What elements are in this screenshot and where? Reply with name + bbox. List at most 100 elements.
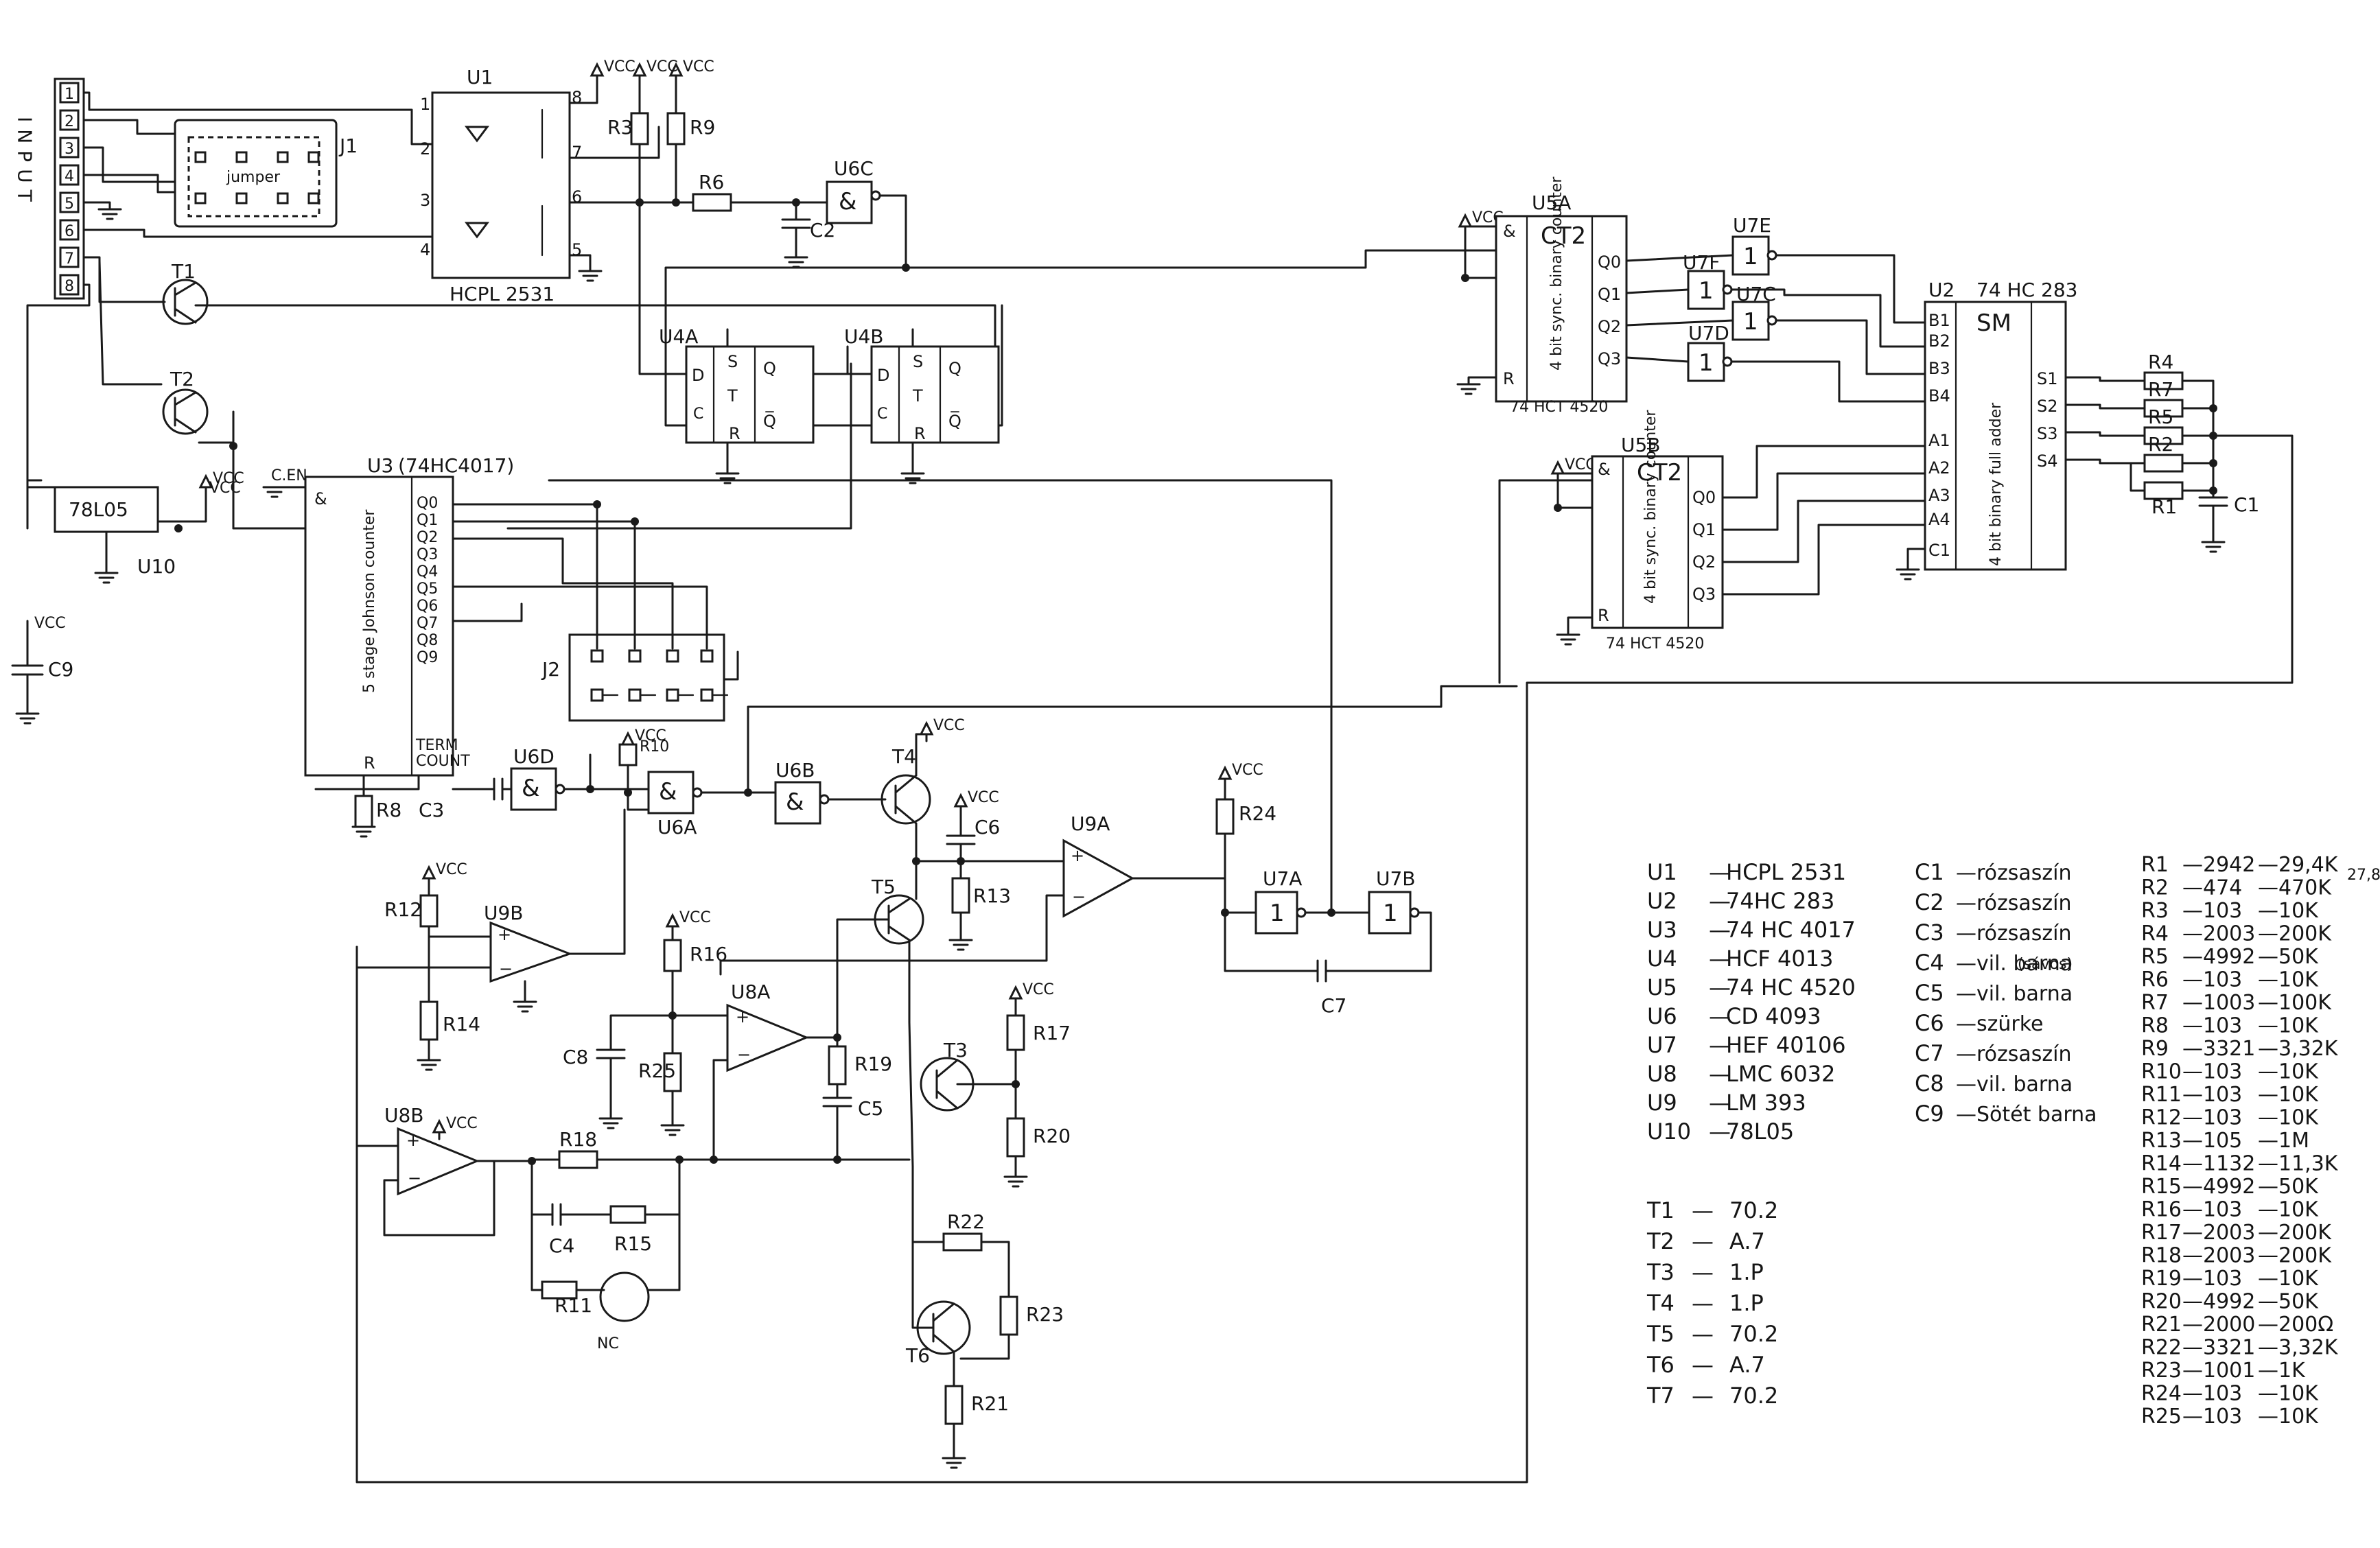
gate-u6c (826, 180, 873, 224)
junction-dot (586, 785, 594, 793)
connector-pin-number: 7 (65, 250, 74, 268)
legend-transistor-code: 1.P (1729, 1290, 1764, 1316)
junction-dot (593, 500, 601, 508)
u7a-ref: U7A (1263, 867, 1302, 890)
legend-res-dash: — (2182, 1267, 2203, 1291)
legend-res-code: 3321 (2203, 1336, 2255, 1360)
legend-res-ref: R13 (2141, 1129, 2182, 1153)
svg-text:−: − (737, 1045, 751, 1064)
c7-label: C7 (1321, 994, 1346, 1017)
legend-res-dash: — (2182, 1083, 2203, 1107)
legend-cap-ref: C9 (1915, 1101, 1944, 1127)
r6-label: R6 (699, 171, 724, 194)
resistor-r19: R19 C5 (822, 1021, 892, 1161)
legend-transistor-dash: — (1692, 1228, 1714, 1254)
u5b-q0: Q0 (1692, 488, 1716, 507)
legend-res-code: 474 (2203, 876, 2242, 900)
resistor-r24: R24 (1215, 777, 1276, 914)
legend-cap-color: vil. barna (1976, 952, 2073, 976)
r10-label: R10 (640, 738, 669, 755)
legend-res-value: 200Ω (2278, 1313, 2333, 1337)
legend-cap-color: rózsaszín (1976, 861, 2072, 885)
u4b-r: R (914, 424, 926, 443)
legend-cap-dash: — (1956, 952, 1976, 976)
legend-ic-ref: U10 (1647, 1118, 1691, 1145)
c5-label: C5 (858, 1097, 883, 1120)
u5b-body (1591, 455, 1724, 629)
r8-label: R8 (376, 799, 401, 821)
u4a-ref: U4A (659, 325, 698, 348)
u7d-ref: U7D (1688, 322, 1729, 344)
u4b-d: D (877, 366, 889, 385)
legend-res-dash: — (2182, 1152, 2203, 1176)
legend-res-code: 1001 (2203, 1359, 2255, 1383)
legend-res-code: 2000 (2203, 1313, 2255, 1337)
vcc-arrow-icon (953, 793, 968, 808)
legend-res-ref: R10 (2141, 1060, 2182, 1084)
u7b-sym: 1 (1383, 900, 1398, 927)
u4a-d: D (692, 366, 704, 385)
vcc-arrow-icon (421, 865, 436, 880)
legend-ic-ref: U5 (1647, 974, 1677, 1000)
regulator-u10: 78L05 U10 VCC (26, 480, 241, 578)
legend-res-code: 103 (2203, 1014, 2242, 1038)
vcc-arrow-icon (665, 913, 680, 928)
r25-label: R25 (638, 1059, 676, 1082)
r3-label: R3 (607, 116, 633, 139)
legend-res-code: 1132 (2203, 1152, 2255, 1176)
legend-res-code: 4992 (2203, 1175, 2255, 1199)
legend-res-dash: — (2258, 1014, 2278, 1038)
junction-dot (1461, 274, 1469, 282)
led-icon (465, 222, 489, 239)
vcc-label: VCC (968, 789, 999, 806)
legend-res-value: 29,4K (2278, 853, 2339, 877)
legend-res-dash: — (2182, 1336, 2203, 1360)
r9-label: R9 (690, 116, 715, 139)
j2-pad (666, 649, 679, 663)
legend-res-dash: — (2258, 1359, 2278, 1383)
legend-transistor-dash: — (1692, 1290, 1714, 1316)
legend-cap-ref: C5 (1915, 980, 1944, 1006)
u3-pin: & (314, 489, 327, 508)
c9-label: C9 (48, 658, 73, 681)
comparator-u9b: + − U9B (484, 902, 573, 983)
vcc-arrow-icon (432, 1118, 447, 1134)
u2-input-pin: B2 (1928, 331, 1950, 351)
u5a-ref: U5A (1532, 191, 1571, 214)
legend-res-code: 4992 (2203, 1290, 2255, 1314)
u7c-ref: U7C (1736, 283, 1776, 305)
svg-text:+: + (736, 1007, 749, 1027)
legend-ic-dash: — (1709, 859, 1731, 885)
legend-cap-dash: — (1956, 922, 1976, 946)
junction-dot (833, 1156, 841, 1164)
junction-dot (635, 198, 644, 207)
u3-output-pin: Q3 (417, 546, 438, 563)
jumper-label: jumper (226, 169, 281, 186)
legend-transistor-ref: T5 (1646, 1321, 1675, 1347)
legend-transistor-code: 1.P (1729, 1259, 1764, 1285)
connector-pin-number: 5 (65, 196, 74, 213)
capacitor-c7: C7 (1316, 959, 1370, 1017)
legend-res-ref: R9 (2141, 1037, 2169, 1061)
nc-label: NC (597, 1335, 619, 1352)
legend-res-ref: R22 (2141, 1336, 2182, 1360)
vcc-label: VCC (1023, 981, 1054, 998)
u3-cen: C.EN (271, 467, 307, 484)
adder-u2: U2 74 HC 283 SM 4 bit binary full adder … (1924, 279, 2077, 571)
legend-cap-color: rózsaszín (1976, 922, 2072, 946)
vcc-label: VCC (1232, 762, 1263, 779)
r1-label: R1 (2151, 495, 2177, 518)
legend-cap-color: szürke (1976, 1012, 2044, 1036)
legend-cap-color: Sötét barna (1976, 1103, 2097, 1127)
legend-res-value: 200K (2278, 1244, 2332, 1268)
legend-res-dash: — (2182, 991, 2203, 1015)
u4a-q: Q (763, 359, 776, 378)
u3-output-pin: Q7 (417, 615, 438, 632)
legend-res-ref: R6 (2141, 968, 2169, 992)
u1-pin: 6 (572, 187, 582, 207)
u2-func: SM (1976, 309, 2011, 337)
legend-cap-ref: C8 (1915, 1070, 1944, 1096)
legend-res-dash: — (2182, 1060, 2203, 1084)
resistor-r3 (630, 112, 649, 145)
u7d-sym: 1 (1699, 349, 1714, 377)
